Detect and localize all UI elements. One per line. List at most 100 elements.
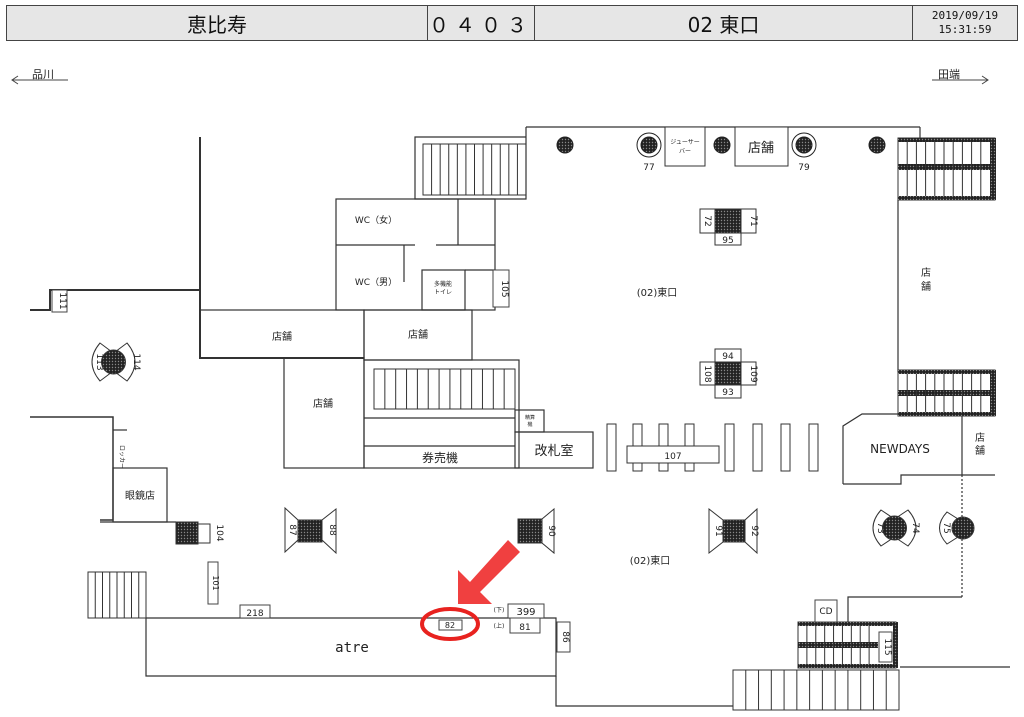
ad-number: 73	[875, 522, 885, 533]
direction-left-label: 品川	[32, 68, 54, 81]
ad-number: 218	[246, 609, 263, 619]
ad-number: 105	[499, 280, 509, 297]
ad-pillar-75	[939, 511, 975, 545]
ad-board-81	[509, 617, 541, 634]
wc-men-label: WC（男）	[355, 277, 397, 288]
shop-label-1: 店舗	[272, 330, 292, 343]
up-label: (上)	[494, 622, 505, 630]
ad-number: 109	[748, 365, 758, 382]
ad-number: 71	[748, 215, 758, 226]
newdays-label: NEWDAYS	[870, 442, 930, 456]
ad-number: 90	[546, 525, 556, 537]
header-bar: 恵比寿 ０４０３ 02 東口 2019/09/19 15:31:59	[6, 5, 1018, 41]
ad-pillar-90	[517, 507, 555, 555]
ad-number: 81	[519, 623, 530, 633]
shop-right-label-2: 舗	[921, 280, 931, 293]
ad-number: 107	[664, 452, 681, 462]
ad-number: 108	[702, 365, 712, 382]
stairs-upper	[422, 143, 527, 196]
ad-number: 113	[94, 353, 104, 370]
ad-number: 86	[560, 631, 570, 643]
highlight-circle	[420, 607, 480, 641]
escalator-right-bottom	[897, 369, 996, 417]
shop-right-label-1: 店	[921, 266, 931, 279]
ad-pillar-91-92	[708, 507, 758, 555]
ad-number: 87	[287, 524, 297, 535]
atre-label: atre	[335, 640, 369, 656]
ticket-machines-label: 券売機	[422, 450, 458, 465]
ad-number: 75	[941, 522, 951, 533]
ad-number: 114	[131, 353, 141, 370]
multi-toilet-label-1: 多機能	[434, 280, 452, 288]
ticket-gate	[808, 423, 819, 472]
shop-top-label: 店舗	[748, 141, 774, 156]
ticket-gate	[780, 423, 791, 472]
cd-label: CD	[819, 607, 832, 617]
ad-number: 79	[798, 163, 810, 173]
ad-number-highlighted: 82	[445, 621, 455, 630]
ad-number: 101	[211, 575, 220, 590]
pointer-arrow-icon	[458, 540, 520, 604]
ticket-gate	[724, 423, 735, 472]
timestamp: 2019/09/19 15:31:59	[913, 6, 1017, 40]
ad-number: 74	[910, 522, 920, 534]
arrow-right-icon	[932, 75, 989, 85]
ad-pillar-73-74	[872, 509, 917, 547]
time-text: 15:31:59	[938, 23, 992, 36]
cd-machine	[814, 599, 838, 623]
arrow-left-icon	[11, 75, 68, 85]
area-label-upper: (02)東口	[637, 286, 678, 299]
escalator-lower-right	[797, 621, 898, 669]
wc-women-label: WC（女）	[355, 214, 397, 226]
ad-number: 115	[882, 638, 892, 655]
ad-number: 72	[702, 215, 712, 226]
ad-board-86	[556, 621, 571, 653]
ad-number: 399	[516, 607, 535, 618]
ad-pillar-87-88	[284, 506, 337, 555]
ad-board-115	[878, 631, 893, 663]
ad-board-105	[492, 269, 510, 308]
ad-board-218	[239, 604, 271, 619]
ad-pillar-113-114	[91, 342, 136, 382]
juice-bar-label-1: ジューサー	[670, 139, 699, 146]
station-office-label: 改札室	[534, 443, 573, 459]
pillars	[556, 132, 886, 158]
shop-top	[734, 126, 789, 167]
ad-board-82	[438, 619, 463, 631]
ad-board-101	[207, 561, 219, 605]
ad-pillar-95	[699, 208, 757, 246]
down-label: (下)	[494, 607, 505, 614]
ad-board-111	[51, 289, 68, 313]
escalator-right-top	[897, 137, 996, 201]
optician-label: 眼鏡店	[125, 489, 155, 502]
ad-number: 88	[327, 524, 337, 536]
station-name: 恵比寿	[7, 6, 428, 40]
ad-board-107	[626, 445, 720, 464]
ticket-gate	[606, 423, 617, 472]
direction-right-label: 田端	[938, 68, 960, 81]
ad-number: 111	[57, 292, 67, 309]
locker-label: ロッカー	[118, 445, 125, 469]
juice-bar	[664, 126, 706, 167]
ad-pillar-93	[699, 348, 757, 399]
ad-number: 91	[713, 525, 723, 536]
ad-number: 77	[643, 163, 654, 173]
ticket-gate	[752, 423, 763, 472]
ad-number: 94	[722, 352, 734, 362]
stairs-lower-left	[87, 571, 147, 619]
ad-number: 93	[722, 388, 733, 398]
ad-number: 95	[722, 236, 733, 246]
juice-bar-label-2: バー	[679, 148, 691, 155]
station-code: ０４０３	[428, 6, 535, 40]
ad-number: 92	[749, 525, 759, 536]
shop-newdays-label-2: 舗	[975, 444, 985, 457]
exit-name: 02 東口	[535, 6, 913, 40]
multi-toilet-label-2: トイレ	[434, 289, 452, 296]
shop-newdays-label-1: 店	[975, 431, 985, 444]
stairs-middle	[373, 368, 516, 410]
ad-number: 104	[214, 524, 224, 541]
date-text: 2019/09/19	[931, 9, 999, 22]
shop-label-2: 店舗	[408, 328, 428, 341]
fare-adjust-label-2: 機	[527, 421, 532, 428]
